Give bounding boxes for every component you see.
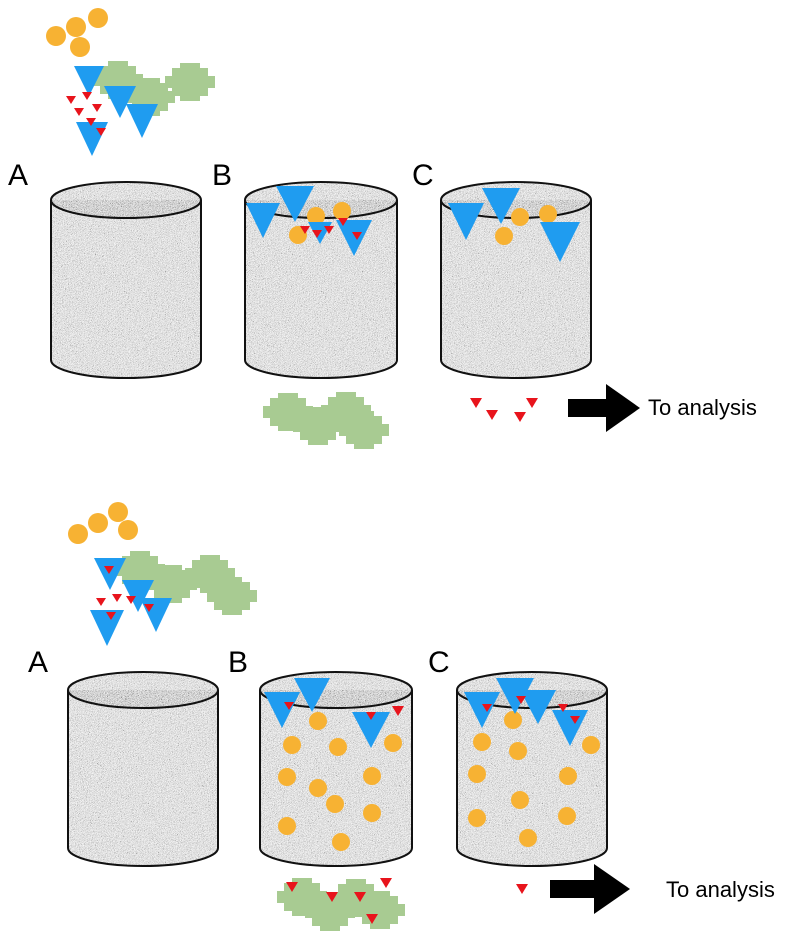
blue-triangle-icon: [264, 678, 390, 748]
orange-circle-icon: [289, 202, 351, 244]
blue-triangle-icon: [448, 188, 580, 262]
right-arrow-icon: [550, 864, 630, 914]
bottom-arrow-label: To analysis: [666, 877, 775, 902]
orange-circle-icon: [68, 502, 138, 544]
top-step-label-a: A: [8, 159, 28, 192]
top-panel: A B C: [8, 8, 757, 449]
top-step-label-c: C: [412, 159, 434, 192]
orange-circle-icon: [278, 712, 402, 851]
orange-circle-icon: [495, 205, 557, 245]
right-arrow-icon: [568, 384, 640, 432]
top-arrow-label: To analysis: [648, 395, 757, 420]
top-incoming-sample: [46, 8, 215, 156]
orange-circle-icon: [46, 8, 108, 57]
red-small-triangle-icon: [482, 696, 580, 724]
top-cylinder-c: [440, 181, 592, 379]
top-filtrate-c: [470, 398, 538, 422]
red-small-triangle-icon: [66, 92, 106, 136]
top-cylinder-a: [50, 181, 202, 379]
orange-circle-icon: [468, 711, 600, 847]
bottom-panel: A B C: [28, 502, 775, 931]
bottom-step-label-b: B: [228, 646, 248, 679]
bottom-cylinder-c: [456, 671, 608, 867]
red-small-triangle-icon: [300, 218, 362, 240]
top-cylinder-b: [244, 181, 398, 379]
bottom-filtrate-c: [516, 884, 528, 894]
bottom-cylinder-a: [67, 671, 219, 867]
top-filtrate-b: [263, 392, 389, 449]
top-step-label-b: B: [212, 159, 232, 192]
bottom-filtrate-b: [277, 878, 405, 931]
bottom-cylinder-b: [259, 671, 413, 867]
bottom-step-label-c: C: [428, 646, 450, 679]
bottom-incoming-sample: [68, 502, 257, 646]
red-small-triangle-icon: [284, 702, 404, 720]
blue-triangle-icon: [464, 678, 588, 746]
bottom-step-label-a: A: [28, 646, 48, 679]
red-small-triangle-icon: [96, 566, 154, 620]
